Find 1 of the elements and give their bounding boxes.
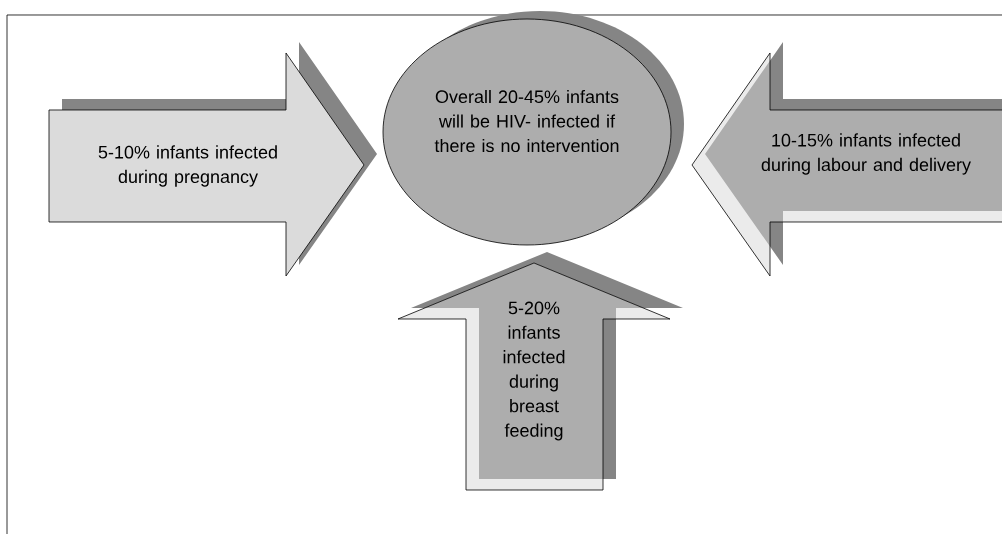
oval: Overall 20-45% infants will be HIV- infected if there is no intervention	[382, 11, 684, 246]
